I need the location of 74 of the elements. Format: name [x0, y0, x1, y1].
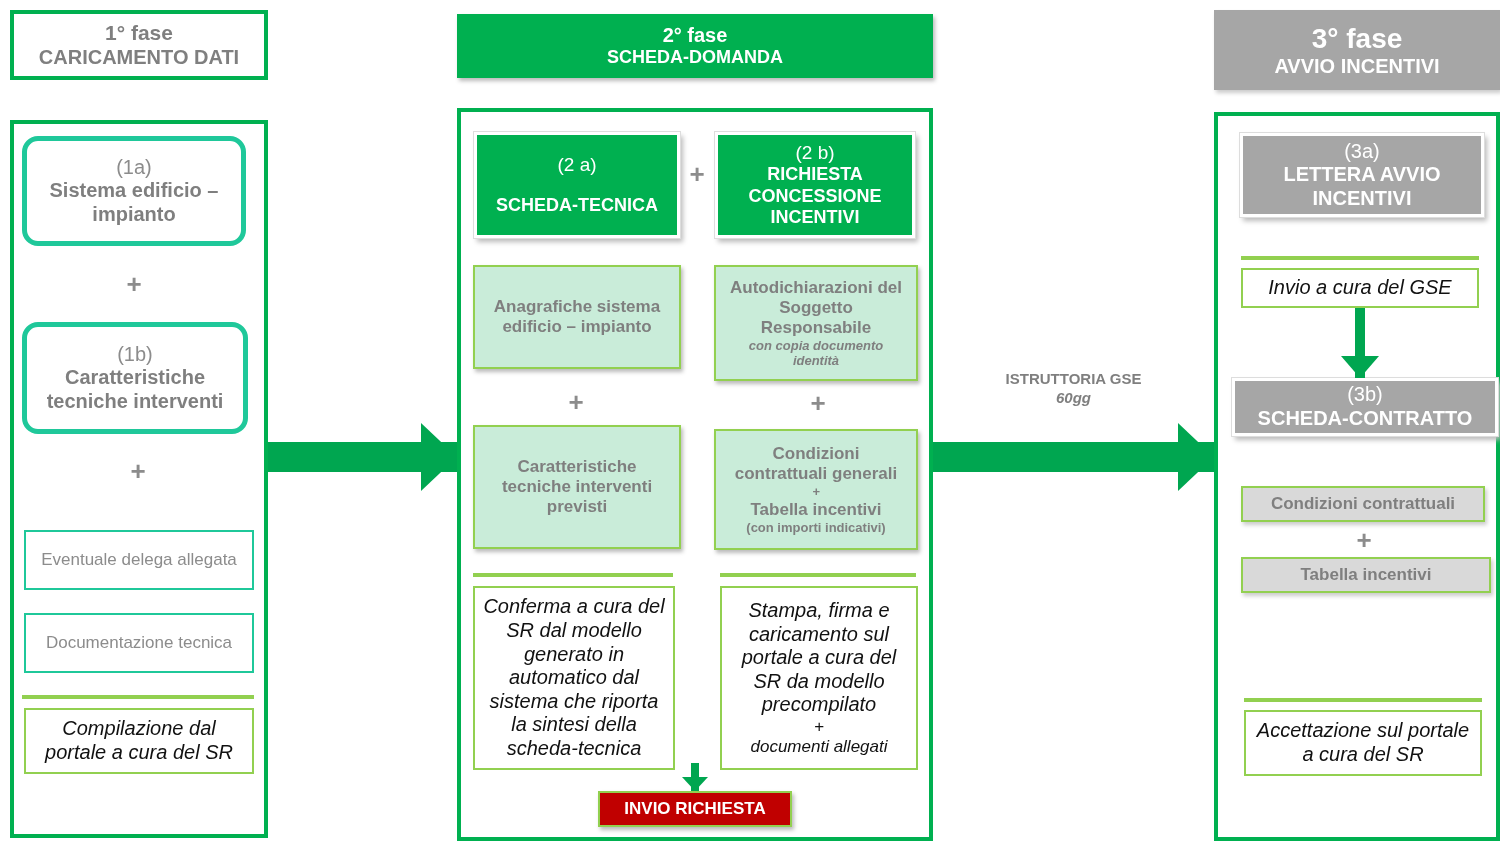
- phase-panel: [457, 108, 933, 841]
- step-box: [715, 132, 915, 238]
- phase-header: [1214, 10, 1500, 90]
- step-title: LETTERA AVVIO INCENTIVI: [1282, 163, 1442, 211]
- note-box: [720, 586, 918, 770]
- plus-sign: +: [814, 716, 824, 737]
- note-box: [473, 586, 675, 770]
- document-box: [473, 425, 681, 549]
- document-box: [24, 530, 254, 590]
- document-box: [1241, 557, 1491, 593]
- document-box: [714, 265, 918, 381]
- box-text: Documentazione tecnica: [45, 632, 233, 653]
- box-text: Compilazione dal portale a cura del SR: [43, 717, 234, 765]
- note-box: [1241, 268, 1479, 308]
- phase-panel: [10, 120, 268, 838]
- phase-title: SCHEDA-DOMANDA: [607, 47, 783, 69]
- plus-sign: +: [1356, 524, 1372, 556]
- step-title: SCHEDA-TECNICA: [496, 194, 658, 216]
- box-text: Stampa, firma e caricamento sul portale a cura del SR da modello precompilato: [740, 598, 898, 717]
- box-text: Eventuale delega allegata: [41, 549, 237, 570]
- plus-sign: +: [810, 387, 826, 419]
- note-text: con copia documento identità: [747, 337, 885, 369]
- step-title: Sistema edificio – impianto: [48, 179, 220, 227]
- arrow: [682, 763, 708, 791]
- phase-title: CARICAMENTO DATI: [38, 45, 240, 70]
- step-code: (3b): [1347, 383, 1383, 407]
- step-title: Caratteristiche tecniche interventi: [45, 366, 225, 414]
- step-title: RICHIESTA CONCESSIONE INCENTIVI: [747, 164, 883, 229]
- arrow: [933, 423, 1214, 491]
- step-code: (1b): [117, 342, 153, 367]
- note-text: Tabella incentivi: [750, 499, 882, 520]
- box-text: Accettazione sul portale a cura del SR: [1255, 719, 1471, 767]
- step-box: [22, 136, 246, 246]
- box-text: documenti allegati: [750, 737, 888, 758]
- step-code: (2 b): [795, 141, 835, 165]
- note-text: (con importi indicativi): [746, 519, 886, 535]
- phase-panel: [1214, 112, 1500, 841]
- box-text: Anagrafiche sistema edificio – impianto: [492, 296, 662, 338]
- arrow: [1341, 308, 1379, 378]
- phase-title: AVVIO INCENTIVI: [1274, 54, 1440, 79]
- plus-sign: +: [126, 268, 142, 300]
- step-code: (1a): [116, 155, 152, 180]
- send-request-box: [598, 791, 792, 827]
- step-box: [1232, 378, 1498, 436]
- phase-number: 3° fase: [1311, 21, 1403, 55]
- plus-sign: +: [812, 484, 820, 500]
- step-code: (2 a): [557, 154, 597, 177]
- phase-number: 1° fase: [105, 20, 173, 46]
- plus-sign: +: [689, 158, 705, 190]
- step-box: [22, 322, 248, 434]
- box-text: Autodichiarazioni del Soggetto Responsabile: [730, 277, 902, 338]
- step-code: (3a): [1344, 139, 1380, 164]
- document-box: [714, 429, 918, 550]
- step-box: [1240, 133, 1484, 217]
- document-box: [24, 613, 254, 673]
- phase-header: [457, 14, 933, 78]
- phase-number: 2° fase: [662, 23, 728, 48]
- box-text: Condizioni contrattuali generali: [733, 444, 899, 485]
- arrow: [268, 423, 457, 491]
- box-text: Conferma a cura del SR dal modello generato in automatico dal sistema che riporta la sintesi della scheda-tecnica: [482, 595, 666, 761]
- box-text: Caratteristiche tecniche interventi previsti: [500, 456, 654, 518]
- box-text: Tabella incentivi: [1300, 564, 1432, 585]
- note-box: [1244, 710, 1482, 776]
- box-text: Condizioni contrattuali: [1270, 493, 1456, 514]
- document-box: [1241, 486, 1485, 522]
- box-text: INVIO RICHIESTA: [624, 798, 766, 819]
- step-title: SCHEDA-CONTRATTO: [1257, 407, 1473, 431]
- note-box: [24, 708, 254, 774]
- plus-sign: +: [568, 386, 584, 418]
- step-box: [474, 132, 680, 238]
- phase-header: [10, 10, 268, 80]
- plus-sign: +: [130, 455, 146, 487]
- document-box: [473, 265, 681, 369]
- box-text: Invio a cura del GSE: [1268, 276, 1452, 300]
